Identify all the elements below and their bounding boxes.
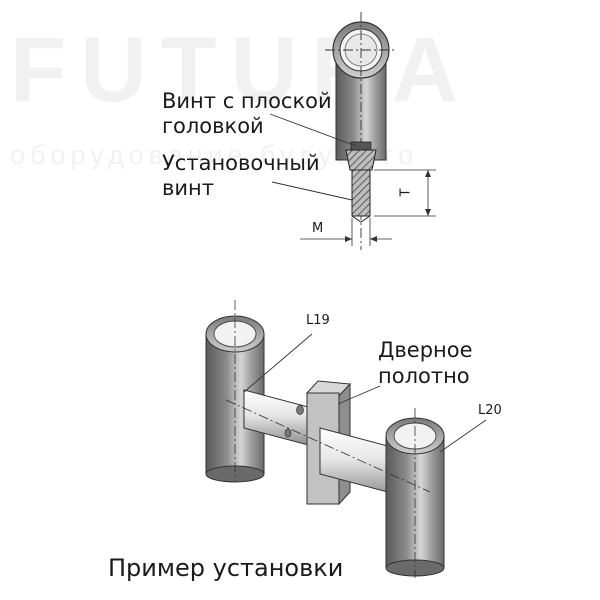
label-set-screw-line1: Установочный	[162, 151, 320, 175]
label-l20: L20	[478, 403, 502, 418]
flat-head-screw	[350, 141, 372, 151]
label-set-screw-line2: винт	[162, 176, 214, 200]
set-screw-thread	[351, 169, 371, 217]
label-door-leaf-line2: полотно	[378, 364, 470, 388]
dimension-t-label: T	[398, 188, 414, 197]
label-flat-head-screw-line1: Винт с плоской	[162, 89, 332, 113]
top-cross-section	[269, 12, 436, 250]
label-door-leaf-line1: Дверное	[378, 338, 473, 362]
dimension-m-label: M	[312, 221, 324, 236]
label-l19: L19	[306, 313, 330, 328]
label-flat-head-screw-line2: головкой	[162, 114, 264, 138]
caption-installation-example: Пример установки	[108, 554, 344, 582]
bottom-installation	[205, 300, 487, 578]
set-screw-head	[345, 149, 377, 171]
